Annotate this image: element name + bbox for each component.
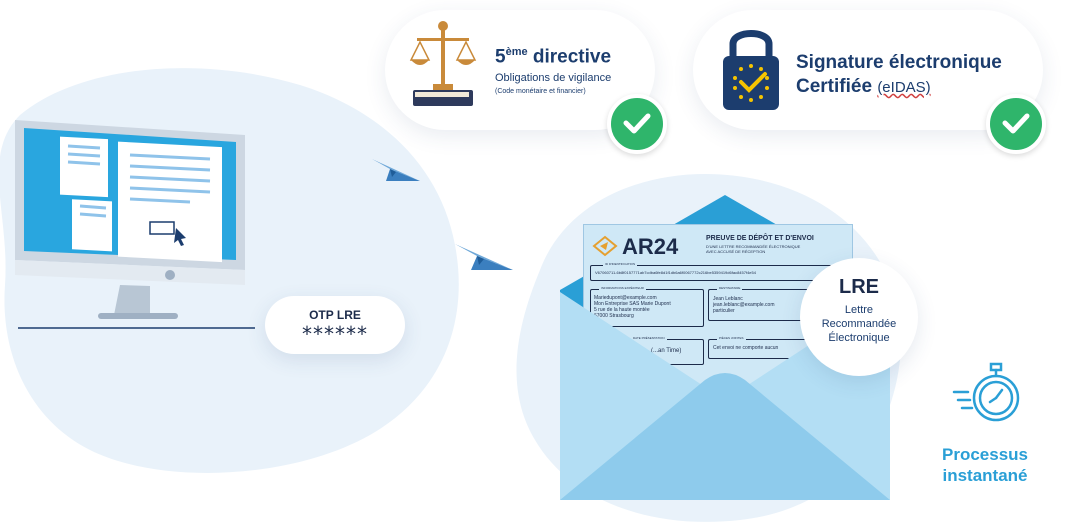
lre-subtitle: Lettre Recommandée Électronique (821, 304, 897, 344)
lre-title: LRE (839, 276, 879, 298)
recipient-line: particulier (713, 308, 735, 314)
signature-card: Signature électronique Certifiée (eIDAS) (693, 10, 1046, 154)
signature-subtitle: Certifiée (eIDAS) (796, 76, 931, 97)
otp-code: ****** (302, 322, 368, 346)
lre-badge: LRE Lettre Recommandée Électronique (800, 258, 918, 376)
letter-header-sub2: AVEC ACCUSÉ DE RÉCEPTION (706, 249, 766, 254)
directive-card: 5ème directive Obligations de vigilance … (385, 10, 667, 154)
otp-label: OTP LRE (309, 308, 361, 322)
signature-title: Signature électronique (796, 52, 1002, 73)
sender-line: 5 rue de la haute montée (594, 307, 650, 313)
letter-header-sub1: D'UNE LETTRE RECOMMANDÉE ÉLECTRONIQUE (706, 244, 801, 249)
sender-line: Mon Entreprise SAS Marie Dupont (594, 301, 671, 307)
ar24-brand: AR24 (622, 234, 679, 259)
directive-title: 5ème directive (495, 46, 612, 68)
sender-box: INFORMATIONS EXPÉDITEUR Mariedupont@exam… (590, 286, 704, 327)
ar24-logo-icon (592, 235, 618, 262)
paper-plane-icon (372, 159, 420, 181)
directive-note: (Code monétaire et financier) (495, 88, 586, 95)
check-circle-icon (607, 94, 667, 154)
lock-eu-icon (723, 30, 779, 110)
otp-badge: OTP LRE ****** (265, 296, 405, 354)
recipient-line: jean.leblanc@example.com (713, 302, 775, 308)
stopwatch-icon (952, 362, 1020, 422)
paper-plane-icon (455, 244, 513, 270)
check-circle-icon (986, 94, 1046, 154)
directive-subtitle: Obligations de vigilance (495, 72, 612, 84)
id-value: V67060711-6b8f0157771ab7cdba6fe8d1f1db6a… (595, 270, 756, 275)
sender-line: Mariedupont@example.com (594, 295, 657, 301)
sender-line: 67000 Strasbourg (594, 313, 634, 319)
computer-illustration (15, 120, 255, 329)
envelope-front (560, 292, 890, 500)
letter-header-title: PREUVE DE DÉPÔT ET D'ENVOI (706, 235, 814, 242)
scales-of-justice-icon (409, 21, 477, 106)
process-label: Processus instantané (942, 445, 1028, 485)
recipient-line: Jean Leblanc (713, 296, 743, 302)
